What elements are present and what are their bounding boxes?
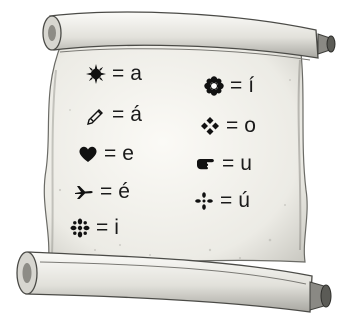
letter-label: i bbox=[114, 217, 126, 238]
equals-sign: = bbox=[226, 115, 238, 136]
equals-sign: = bbox=[222, 153, 234, 174]
equals-sign: = bbox=[112, 104, 124, 125]
four-dots-cross-icon bbox=[194, 191, 214, 211]
legend-entry-u: = u bbox=[196, 153, 252, 174]
diamond-cluster-icon bbox=[200, 116, 220, 136]
pencil-icon bbox=[86, 105, 106, 125]
legend-entry-a: = a bbox=[86, 63, 142, 84]
legend-entry-e: = e bbox=[78, 143, 134, 164]
sun-burst-icon bbox=[86, 64, 106, 84]
equals-sign: = bbox=[96, 217, 108, 238]
letter-label: í bbox=[248, 75, 260, 96]
heart-icon bbox=[78, 144, 98, 164]
legend-entry-i-acute: = í bbox=[204, 75, 260, 96]
equals-sign: = bbox=[104, 143, 116, 164]
letter-label: a bbox=[130, 63, 142, 84]
snowflake-icon bbox=[70, 218, 90, 238]
equals-sign: = bbox=[220, 190, 232, 211]
flower-icon bbox=[204, 76, 224, 96]
letter-label: á bbox=[130, 104, 142, 125]
airplane-icon bbox=[74, 182, 94, 202]
letter-label: ú bbox=[238, 190, 250, 211]
legend-entry-a-acute: = á bbox=[86, 104, 142, 125]
equals-sign: = bbox=[100, 181, 112, 202]
letter-label: o bbox=[244, 115, 256, 136]
legend-entry-o: = o bbox=[200, 115, 256, 136]
letter-label: e bbox=[122, 143, 134, 164]
legend-entry-i: = i bbox=[70, 217, 126, 238]
letter-label: é bbox=[118, 181, 130, 202]
pointing-hand-icon bbox=[196, 154, 216, 174]
letter-label: u bbox=[240, 153, 252, 174]
legend-entry-u-acute: = ú bbox=[194, 190, 250, 211]
equals-sign: = bbox=[112, 63, 124, 84]
equals-sign: = bbox=[230, 75, 242, 96]
legend-entry-e-acute: = é bbox=[74, 181, 130, 202]
